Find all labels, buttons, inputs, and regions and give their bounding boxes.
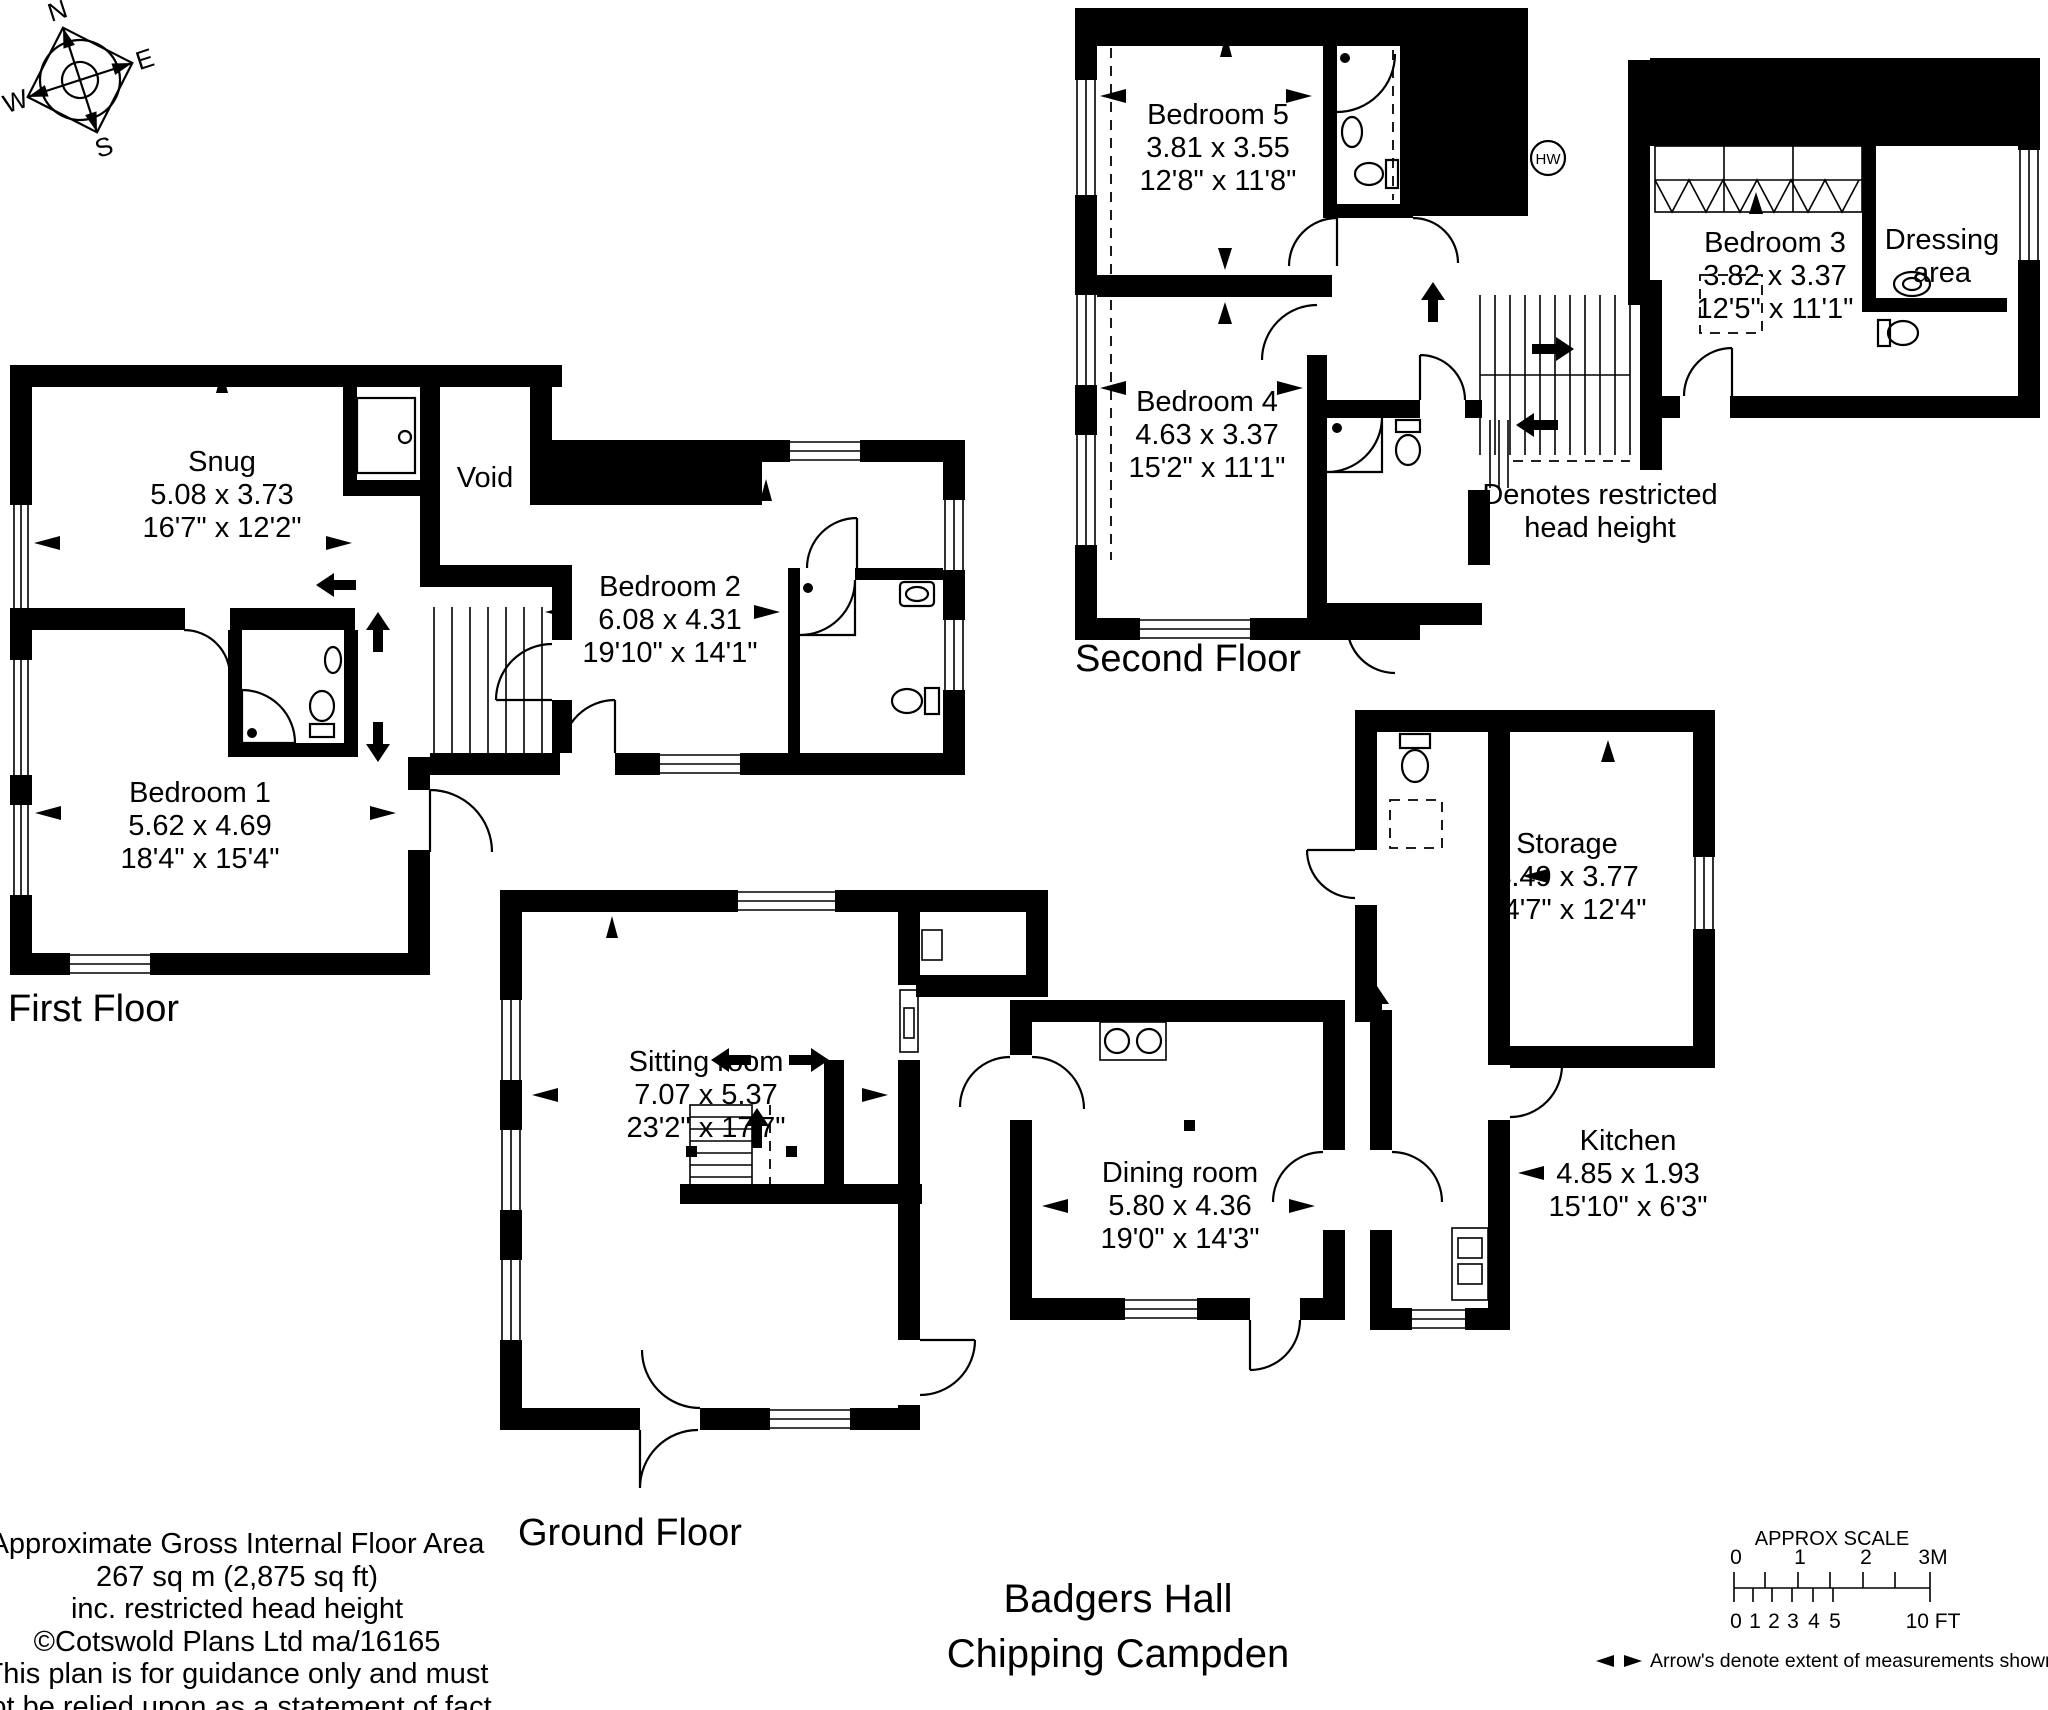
room-label-bedroom4: Bedroom 4 4.63 x 3.37 15'2" x 11'1" [1129,386,1286,485]
disclaimer-line2: not be relied upon as a statement of fac… [0,1690,500,1710]
scale-metric-tick: 1 [1794,1546,1806,1569]
room-name: Sitting room [628,1046,784,1078]
room-name: Dressing [1884,224,2000,256]
scale-imperial-tick: 2 [1768,1610,1780,1633]
scale-imperial-tick: 0 [1730,1610,1742,1633]
scale-imperial-tick: 3 [1787,1610,1799,1633]
room-imperial-dims: 19'10" x 14'1" [582,637,758,669]
room-label-dressing-area: Dressing area [1885,224,1999,290]
room-metric-dims: 4.63 x 3.37 [1135,419,1279,451]
scale-bar-title: APPROX SCALE [1754,1528,1910,1550]
plan-title-line2: Chipping Campden [946,1632,1290,1676]
room-imperial-dims: 19'0" x 14'3" [1100,1223,1260,1255]
room-imperial-dims: 15'2" x 11'1" [1128,452,1286,484]
room-metric-dims: 4.49 x 3.77 [1495,861,1639,893]
room-label-bedroom5: Bedroom 5 3.81 x 3.55 12'8" x 11'8" [1140,99,1297,198]
scale-metric-tick: 0 [1730,1546,1742,1569]
scale-imperial-tick: 4 [1808,1610,1820,1633]
room-label-sitting-room: Sitting room 7.07 x 5.37 23'2" x 17'7" [626,1046,785,1145]
room-metric-dims: 3.81 x 3.55 [1146,132,1290,164]
scale-metric-tick: 2 [1860,1546,1872,1569]
room-metric-dims: 4.85 x 1.93 [1556,1158,1700,1190]
restricted-head-height-note: Denotes restricted head height [1482,479,1718,544]
room-label-storage: Storage 4.49 x 3.77 14'7" x 12'4" [1487,828,1646,927]
first-floor-label: First Floor [8,988,179,1030]
room-name: Bedroom 4 [1136,386,1278,418]
ground-floor-plan [500,710,1715,1489]
area-line1: Approximate Gross Internal Floor Area [0,1528,485,1560]
room-name: Bedroom 3 [1704,227,1846,259]
room-name: area [1912,257,1972,289]
scale-imperial-tick: 10 FT [1905,1610,1961,1633]
room-imperial-dims: 14'7" x 12'4" [1487,894,1647,926]
disclaimer-line1: This plan is for guidance only and must [0,1658,489,1690]
second-floor-label: Second Floor [1075,638,1302,680]
arrows-note: Arrow's denote extent of measurements sh… [1650,1650,2048,1672]
room-imperial-dims: 18'4" x 15'4" [120,843,280,875]
plan-title-line1: Badgers Hall [1003,1577,1233,1621]
compass-n-label: N [44,0,71,28]
room-imperial-dims: 12'5" x 11'1" [1696,293,1854,325]
scale-imperial-tick: 5 [1829,1610,1841,1633]
room-label-bedroom3: Bedroom 3 3.82 x 3.37 12'5" x 11'1" [1697,227,1854,326]
copyright-line: ©Cotswold Plans Ltd ma/16165 [33,1625,441,1658]
plan-title: Badgers Hall Chipping Campden [947,1572,1289,1682]
area-line3: inc. restricted head height [70,1593,404,1625]
room-imperial-dims: 16'7" x 12'2" [142,512,302,544]
area-line2: 267 sq m (2,875 sq ft) [95,1560,379,1593]
room-imperial-dims: 23'2" x 17'7" [626,1112,786,1144]
room-label-snug: Snug 5.08 x 3.73 16'7" x 12'2" [142,446,301,545]
room-metric-dims: 6.08 x 4.31 [598,604,742,636]
room-imperial-dims: 12'8" x 11'8" [1139,165,1297,197]
compass-rose: N E S W [0,0,158,164]
ground-floor-label: Ground Floor [518,1512,742,1554]
room-metric-dims: 3.82 x 3.37 [1703,260,1847,292]
room-label-dining-room: Dining room 5.80 x 4.36 19'0" x 14'3" [1100,1157,1259,1256]
room-label-void: Void [457,462,513,495]
room-metric-dims: 5.62 x 4.69 [128,810,272,842]
second-floor-plan: HW [1075,8,2040,675]
room-imperial-dims: 15'10" x 6'3" [1548,1191,1708,1223]
room-name: Kitchen [1579,1125,1677,1157]
room-metric-dims: 5.08 x 3.73 [150,479,294,511]
room-name: Bedroom 1 [129,777,271,809]
room-name: Void [456,462,514,494]
first-floor-plan [10,365,965,975]
room-name: Snug [188,446,256,478]
compass-e-label: E [132,42,158,76]
room-label-bedroom2: Bedroom 2 6.08 x 4.31 19'10" x 14'1" [582,571,757,670]
room-metric-dims: 5.80 x 4.36 [1108,1190,1252,1222]
room-name: Bedroom 2 [599,571,741,603]
room-name: Dining room [1101,1157,1259,1189]
hw-cylinder-label: HW [1536,151,1562,168]
scale-bar [1596,1572,1931,1667]
compass-s-label: S [91,130,117,164]
room-metric-dims: 7.07 x 5.37 [634,1079,778,1111]
room-name: Bedroom 5 [1147,99,1289,131]
room-label-kitchen: Kitchen 4.85 x 1.93 15'10" x 6'3" [1548,1125,1707,1224]
room-name: Storage [1516,828,1618,860]
area-statement: Approximate Gross Internal Floor Area 26… [0,1528,500,1710]
compass-w-label: W [0,83,32,119]
scale-imperial-tick: 1 [1749,1610,1761,1633]
scale-metric-tick: 3M [1918,1546,1948,1569]
room-label-bedroom1: Bedroom 1 5.62 x 4.69 18'4" x 15'4" [120,777,279,876]
